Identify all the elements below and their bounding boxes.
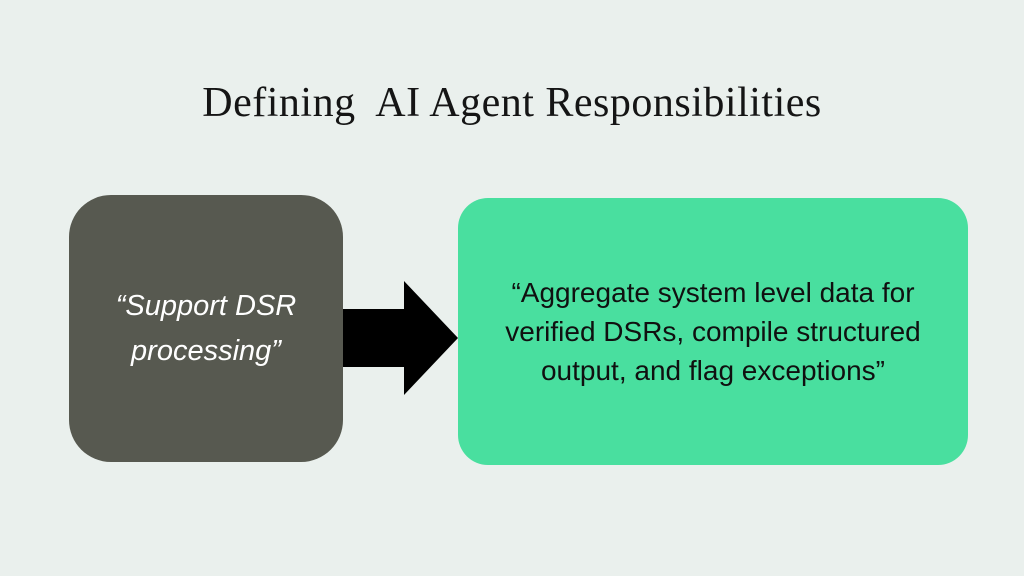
right-arrow-shape (343, 281, 458, 395)
page-title: Defining AI Agent Responsibilities (202, 80, 822, 126)
left-task-box-label: “Support DSR processing” (115, 289, 297, 367)
right-task-box: “Aggregate system level data for verifie… (458, 198, 968, 465)
right-arrow-icon (343, 281, 458, 395)
left-task-box: “Support DSR processing” (69, 195, 343, 462)
right-task-box-label: “Aggregate system level data for verifie… (505, 277, 921, 386)
